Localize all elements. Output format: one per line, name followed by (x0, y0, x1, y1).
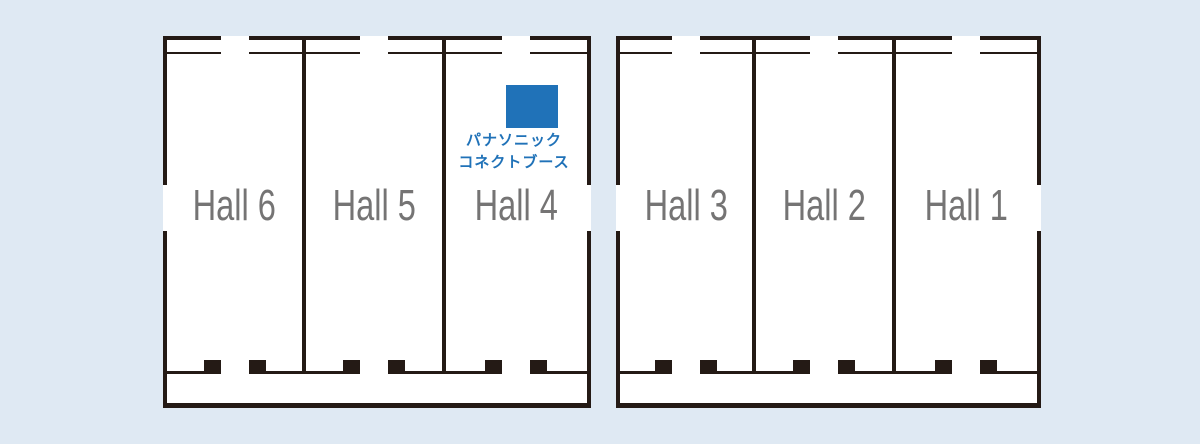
bottom-door-gap (810, 371, 838, 374)
hall-cell-hall-5: Hall 5 (306, 181, 442, 231)
bottom-door-gap (221, 371, 249, 374)
hall-label: Hall 5 (332, 181, 416, 230)
top-door-gap-inner (360, 52, 388, 54)
top-door-gap-inner (502, 52, 530, 54)
hall-cell-hall-4: Hall 4 (446, 181, 587, 231)
top-door-gap (952, 36, 980, 40)
hall-cell-hall-1: Hall 1 (896, 181, 1037, 231)
hall-block-east: Hall 3 Hall 2 Hall 1 (616, 36, 1041, 408)
divider-wall (892, 36, 896, 374)
hall-label: Hall 1 (924, 181, 1009, 230)
hall-cell-hall-3: Hall 3 (620, 181, 752, 231)
door-marker (700, 360, 717, 374)
top-door-gap-inner (672, 52, 700, 54)
hall-label: Hall 4 (474, 181, 559, 230)
panasonic-booth-marker (506, 85, 558, 128)
top-door-gap-inner (221, 52, 249, 54)
top-door-gap-inner (810, 52, 838, 54)
concourse-band (163, 185, 591, 231)
bottom-door-gap (360, 371, 388, 374)
door-marker (980, 360, 997, 374)
panasonic-booth-label: パナソニック コネクトブース (431, 130, 597, 174)
hall-block-west: Hall 6 Hall 5 Hall 4 パナソニック コネクトブース (163, 36, 591, 408)
top-door-gap (672, 36, 700, 40)
top-door-gap (502, 36, 530, 40)
door-marker (793, 360, 810, 374)
top-door-gap-inner (952, 52, 980, 54)
divider-wall (302, 36, 306, 374)
wall-bottom (616, 403, 1041, 408)
wall-bottom (163, 403, 591, 408)
door-marker (530, 360, 547, 374)
door-marker (388, 360, 405, 374)
hall-label: Hall 6 (192, 181, 277, 230)
hall-cell-hall-6: Hall 6 (167, 181, 302, 231)
door-marker (935, 360, 952, 374)
bottom-door-gap (672, 371, 700, 374)
panasonic-booth-label-line1: パナソニック (465, 132, 562, 149)
concourse-band (616, 185, 1041, 231)
top-door-gap (221, 36, 249, 40)
door-marker (249, 360, 266, 374)
top-door-gap (360, 36, 388, 40)
door-marker (204, 360, 221, 374)
bottom-door-gap (502, 371, 530, 374)
panasonic-booth-label-line2: コネクトブース (458, 154, 570, 171)
hall-cell-hall-2: Hall 2 (756, 181, 892, 231)
hall-label: Hall 2 (782, 181, 866, 230)
divider-wall (752, 36, 756, 374)
bottom-door-gap (952, 371, 980, 374)
door-marker (838, 360, 855, 374)
door-marker (343, 360, 360, 374)
divider-wall (442, 36, 446, 374)
hall-label: Hall 3 (644, 181, 728, 230)
door-marker (655, 360, 672, 374)
top-door-gap (810, 36, 838, 40)
door-marker (485, 360, 502, 374)
